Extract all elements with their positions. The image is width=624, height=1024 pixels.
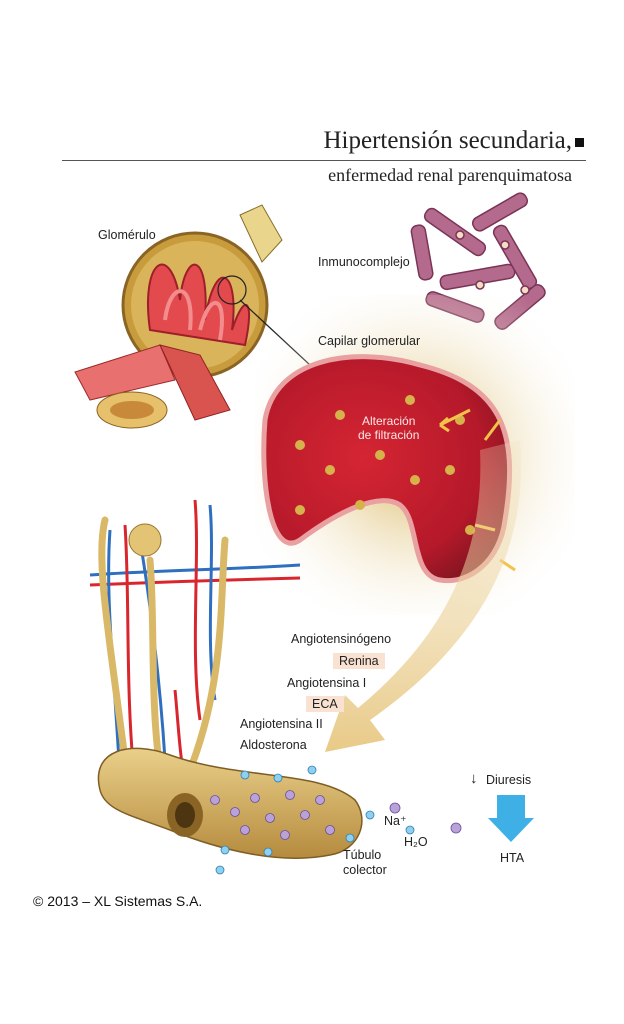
label-tubulo-line1: Túbulo: [343, 848, 382, 862]
label-alteracion-line2: de filtración: [358, 428, 420, 442]
label-angiotensina-2: Angiotensina II: [240, 717, 323, 731]
label-diuresis: Diuresis: [486, 773, 532, 787]
label-eca: ECA: [306, 696, 344, 712]
label-hta: HTA: [500, 851, 525, 865]
label-tubulo-line2: colector: [343, 863, 387, 877]
down-arrow-icon: ↓: [470, 770, 478, 787]
hta-arrow-icon: [488, 795, 534, 842]
title-divider: [62, 160, 586, 161]
curved-arrow: [325, 440, 522, 752]
nephron-tubule: [98, 516, 229, 774]
page-subtitle: enfermedad renal parenquimatosa: [328, 165, 572, 185]
label-glomerulo: Glomérulo: [98, 228, 156, 242]
label-capilar-glomerular: Capilar glomerular: [318, 334, 421, 348]
collecting-tubule: [97, 747, 363, 859]
label-angiotensina-1: Angiotensina I: [287, 676, 367, 690]
ion-particles: [210, 765, 462, 875]
label-angiotensinogeno: Angiotensinógeno: [291, 632, 392, 646]
label-renina: Renina: [333, 653, 385, 669]
label-na: Na⁺: [384, 814, 407, 828]
label-alteracion: Alteración de filtración: [358, 414, 419, 442]
glomerulus-illustration: [74, 204, 283, 429]
glomerular-capillary-illustration: [255, 295, 575, 615]
title-square-icon: [575, 138, 584, 147]
label-alteracion-line1: Alteración: [362, 414, 416, 428]
copyright-text: © 2013 – XL Sistemas S.A.: [33, 893, 203, 909]
label-tubulo-colector: Túbulo colector: [343, 848, 387, 878]
glomerulus-small: [128, 523, 162, 557]
page-title: Hipertensión secundaria,: [323, 127, 572, 154]
label-aldosterona: Aldosterona: [240, 738, 307, 752]
label-inmunocomplejo: Inmunocomplejo: [318, 255, 410, 269]
label-h2o: H₂O: [404, 835, 428, 849]
